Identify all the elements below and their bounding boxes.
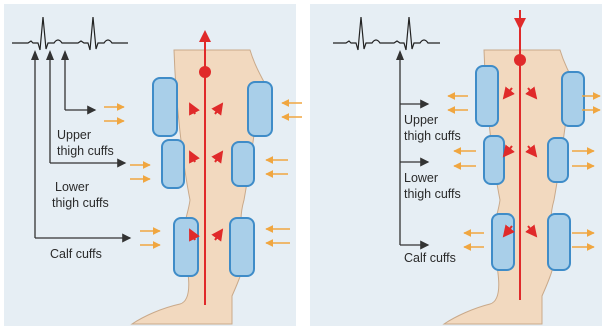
artery-node — [514, 54, 526, 66]
calf-cuff-back — [492, 214, 514, 270]
calf-cuffs-label: Calf cuffs — [50, 247, 102, 261]
calf-cuff-front — [230, 218, 254, 276]
upper-thigh-cuff-front — [248, 82, 272, 136]
lower-thigh-cuffs-label-2: thigh cuffs — [404, 187, 461, 201]
upper-thigh-cuff-back — [153, 78, 177, 136]
right-panel: Upper thigh cuffs Lower thigh cuffs Calf… — [310, 4, 602, 326]
upper-thigh-cuffs-label-2: thigh cuffs — [404, 129, 461, 143]
lower-thigh-cuff-back — [162, 140, 184, 188]
lower-thigh-cuff-back — [484, 136, 504, 184]
artery-node — [199, 66, 211, 78]
upper-thigh-cuff-front — [562, 72, 584, 126]
left-panel: Upper thigh cuffs Lower thigh cuffs Calf… — [4, 4, 302, 326]
upper-thigh-cuff-back — [476, 66, 498, 126]
lower-thigh-cuff-front — [548, 138, 568, 182]
calf-cuff-front — [548, 214, 570, 270]
upper-thigh-cuffs-label: Upper — [57, 128, 91, 142]
lower-thigh-cuff-front — [232, 142, 254, 186]
upper-thigh-cuffs-label: Upper — [404, 113, 438, 127]
lower-thigh-cuffs-label-2: thigh cuffs — [52, 196, 109, 210]
lower-thigh-cuffs-label: Lower — [55, 180, 89, 194]
lower-thigh-cuffs-label: Lower — [404, 171, 438, 185]
calf-cuffs-label: Calf cuffs — [404, 251, 456, 265]
calf-cuff-back — [174, 218, 198, 276]
upper-thigh-cuffs-label-2: thigh cuffs — [57, 144, 114, 158]
